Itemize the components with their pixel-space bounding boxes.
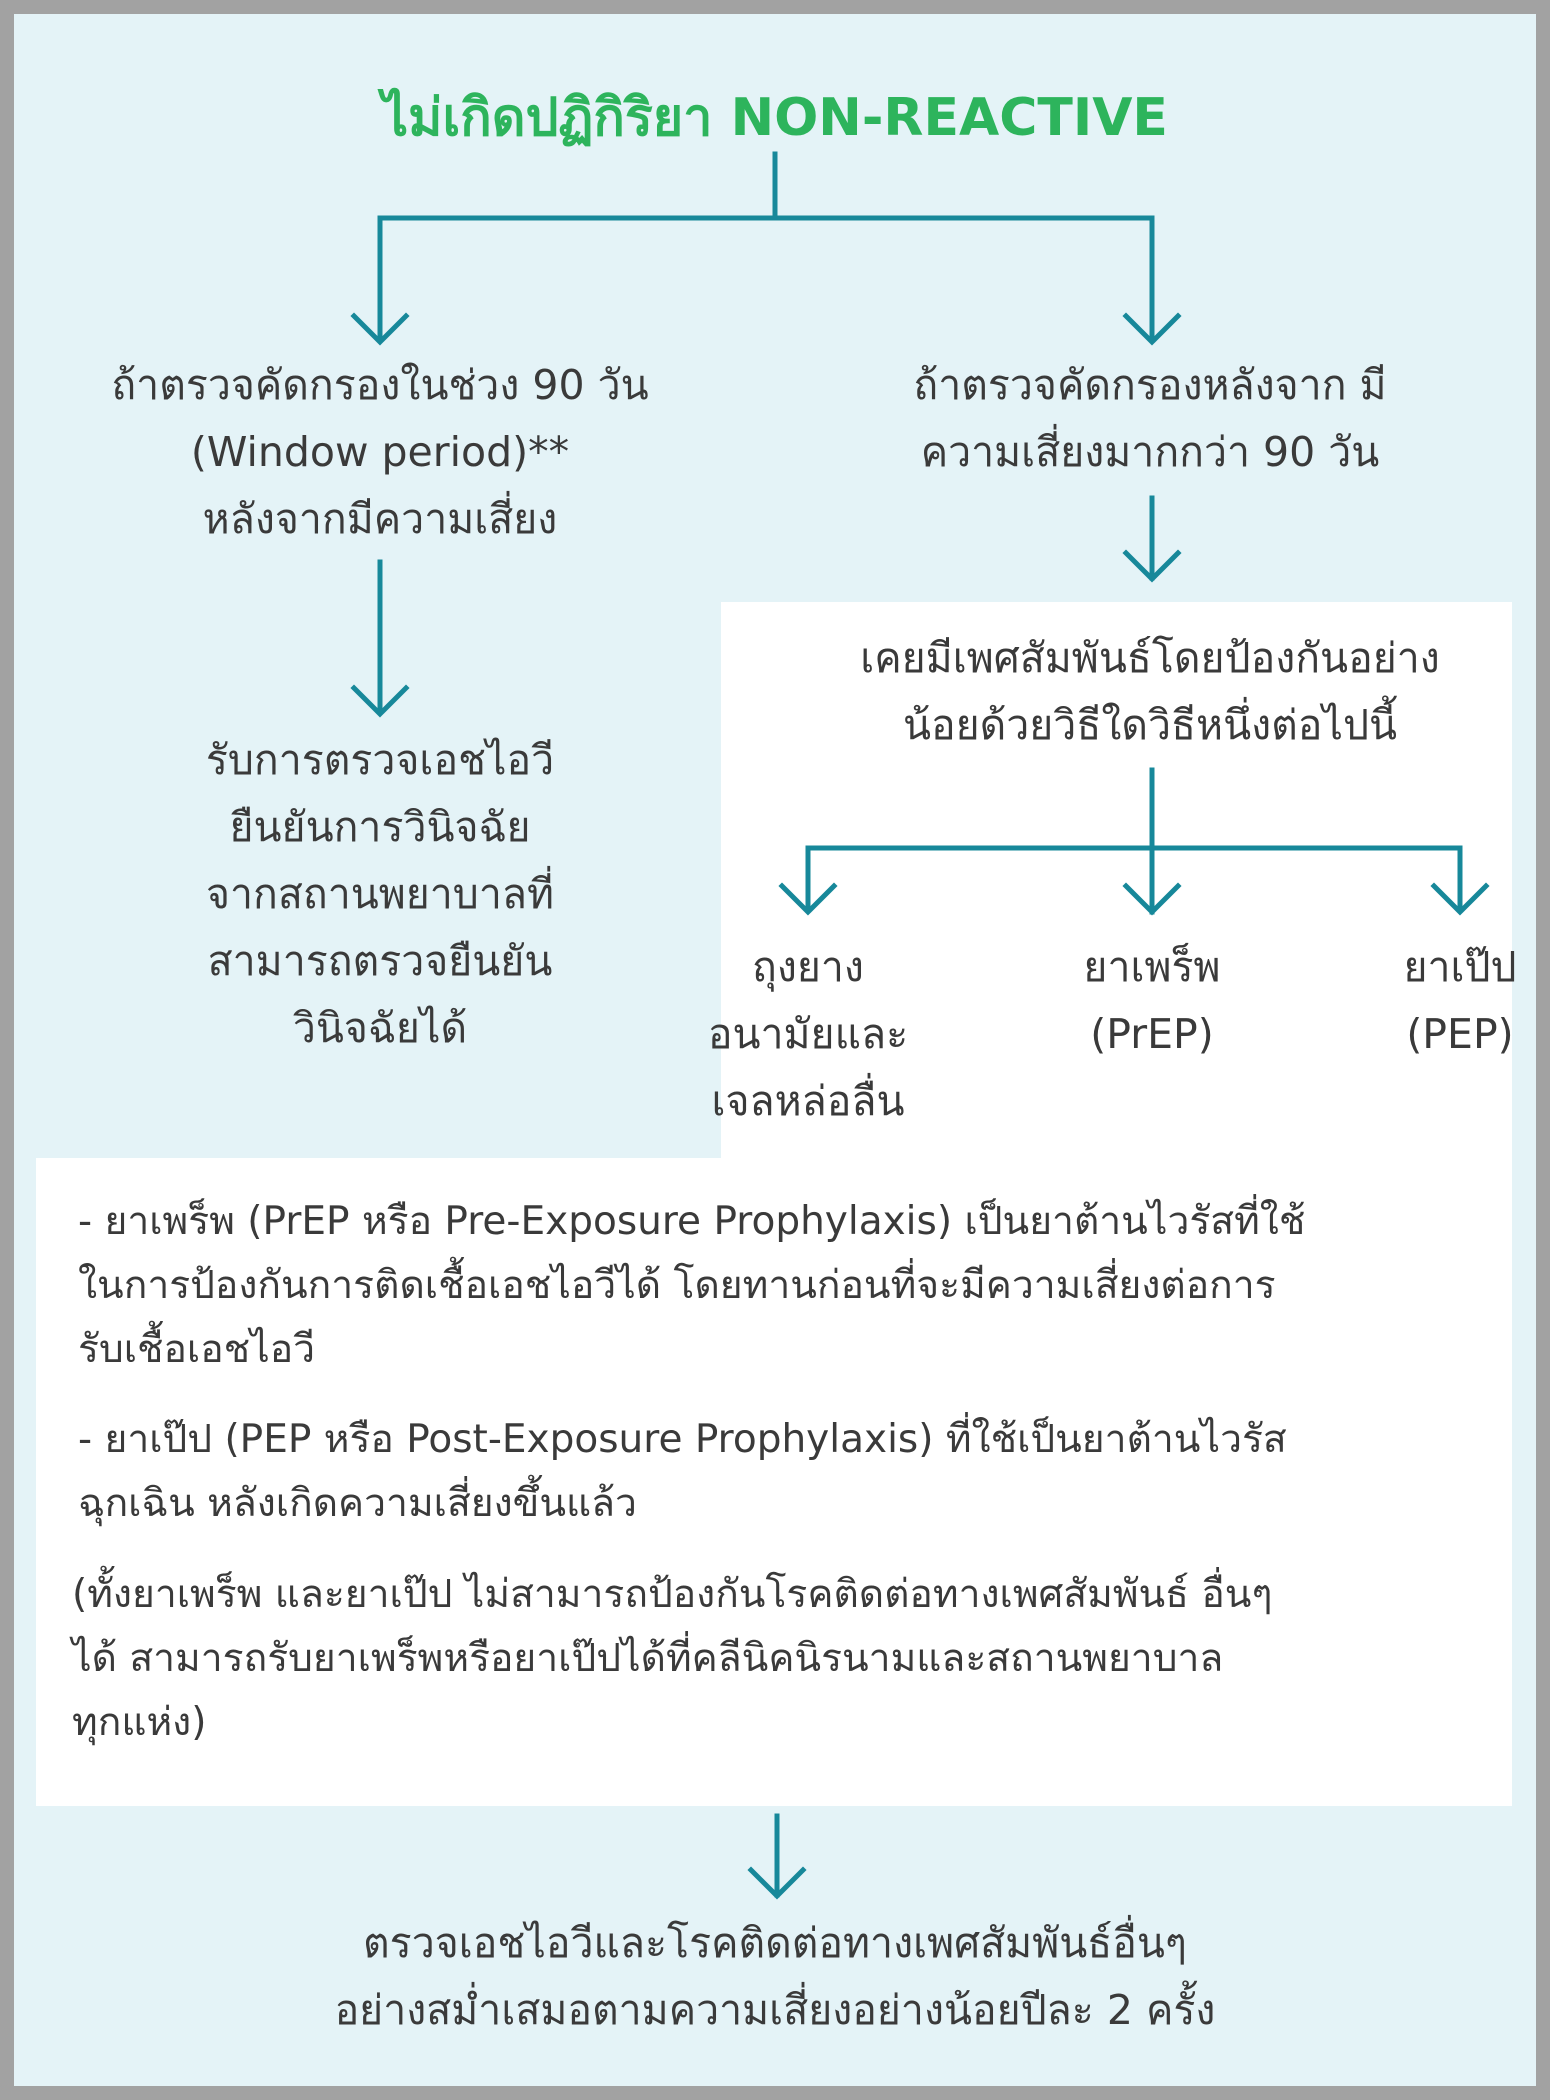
note-pep: - ยาเป๊ป (PEP หรือ Post-Exposure Prophyl… xyxy=(78,1417,1287,1526)
left-action-text: รับการตรวจเอชไอวี ยืนยันการวินิจฉัย จากส… xyxy=(205,736,555,1052)
top-split-connector xyxy=(377,215,1155,343)
diagram-title: ไม่เกิดปฏิกิริยา NON-REACTIVE xyxy=(382,88,1168,148)
option-condom-lubricant: ถุงยาง อนามัยและ เจลหล่อลื่น xyxy=(707,943,909,1125)
arrow-head-right-1 xyxy=(1122,312,1182,346)
protection-question-panel xyxy=(721,602,1512,1162)
arrow-head-left-2 xyxy=(350,684,410,718)
arrow-head-right-2 xyxy=(1122,549,1182,583)
right-condition-text: ถ้าตรวจคัดกรองหลังจาก มี ความเสี่ยงมากกว… xyxy=(913,361,1387,476)
protection-question-text: เคยมีเพศสัมพันธ์โดยป้องกันอย่าง น้อยด้วย… xyxy=(860,634,1440,749)
left-condition-text: ถ้าตรวจคัดกรองในช่วง 90 วัน (Window peri… xyxy=(111,361,649,543)
options-split-connector xyxy=(805,845,1463,913)
note-prep: - ยาเพร็พ (PrEP หรือ Pre-Exposure Prophy… xyxy=(78,1199,1306,1372)
option-pep: ยาเป๊ป (PEP) xyxy=(1403,943,1517,1058)
arrow-head-option-2 xyxy=(1122,882,1182,916)
note-disclaimer: (ทั้งยาเพร็พ และยาเป๊ป ไม่สามารถป้องกันโ… xyxy=(72,1572,1273,1745)
notes-panel xyxy=(36,1158,1512,1806)
final-recommendation-text: ตรวจเอชไอวีและโรคติดต่อทางเพศสัมพันธ์อื่… xyxy=(334,1919,1216,2034)
arrow-head-final xyxy=(747,1866,807,1900)
arrow-head-left-1 xyxy=(350,312,410,346)
arrow-head-option-1 xyxy=(778,882,838,916)
arrow-head-option-3 xyxy=(1430,882,1490,916)
option-prep: ยาเพร็พ (PrEP) xyxy=(1083,943,1221,1058)
